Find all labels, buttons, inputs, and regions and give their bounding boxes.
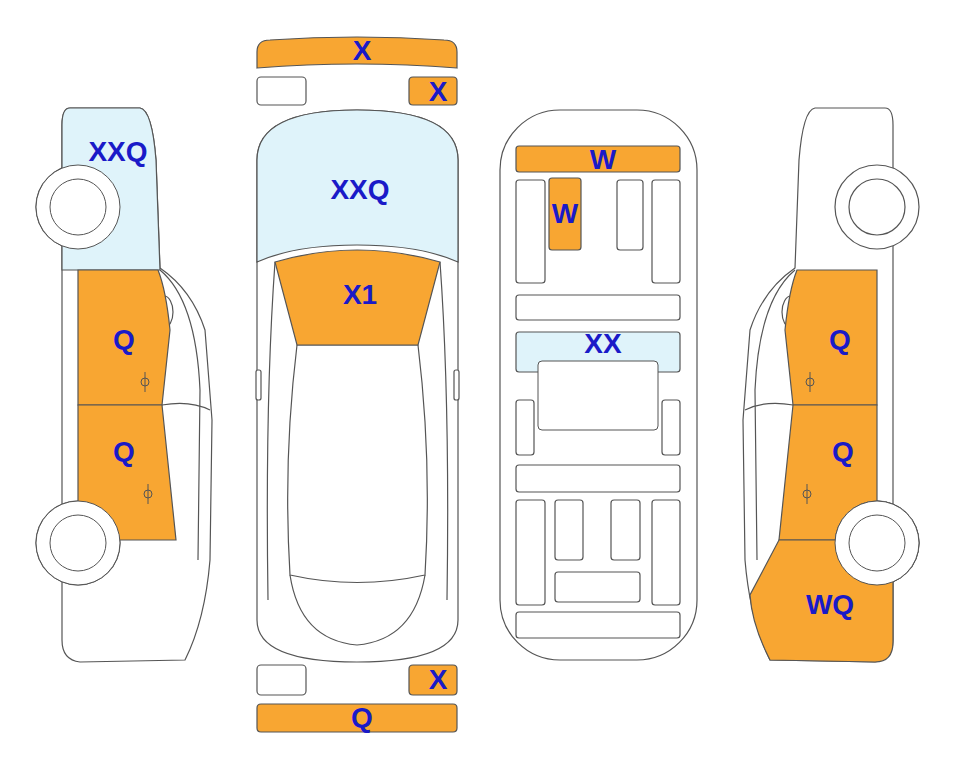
- left-side-view: [36, 108, 212, 662]
- damage-code: Q: [829, 326, 851, 354]
- wheel: [835, 501, 919, 585]
- damage-code: Q: [351, 704, 373, 732]
- car-outline: [745, 403, 793, 410]
- panel-overlay: [835, 501, 919, 585]
- wheel: [835, 501, 919, 585]
- car-outline: [500, 110, 697, 660]
- wheel-hub: [50, 515, 106, 571]
- panel-fill: [409, 77, 457, 105]
- panel-fill: [257, 704, 457, 732]
- door-handle: [141, 372, 149, 392]
- panel-fill: [785, 270, 877, 405]
- panel-overlay: [538, 361, 658, 430]
- wheel-hub: [849, 515, 905, 571]
- car-outline: [267, 262, 275, 600]
- damage-code: X1: [343, 281, 377, 309]
- car-outline: [516, 465, 680, 492]
- panel-shape: [76, 403, 178, 542]
- damage-panel: Q: [76, 403, 178, 542]
- right-side-view: [743, 108, 919, 662]
- car-outline: [849, 179, 905, 235]
- damage-code: X: [429, 78, 448, 106]
- damage-code: W: [590, 146, 616, 174]
- damage-panel: Q: [255, 702, 459, 734]
- wheel: [36, 501, 120, 585]
- damage-panel: WQ: [748, 538, 895, 664]
- damage-code: W: [552, 200, 578, 228]
- damage-panel: X: [407, 663, 459, 697]
- damage-panel: Q: [76, 268, 172, 407]
- panel-overlay: [806, 372, 814, 392]
- car-outline: [288, 345, 428, 583]
- panel-overlay: [36, 165, 120, 249]
- bottom-view: [500, 110, 697, 660]
- panel-fill: [409, 665, 457, 695]
- car-outline: [555, 572, 640, 602]
- damage-code: XXQ: [330, 176, 389, 204]
- car-outline: [257, 110, 458, 662]
- car-outline: [555, 500, 583, 560]
- damage-code: Q: [113, 326, 135, 354]
- panel-shape: [60, 106, 162, 272]
- car-outline: [516, 612, 680, 638]
- damage-panel: X: [407, 75, 459, 107]
- car-outline: [36, 165, 120, 249]
- panel-overlay: [36, 484, 152, 585]
- car-outline: [835, 501, 919, 585]
- damage-panel: X1: [273, 240, 442, 347]
- door-handle: [803, 484, 811, 504]
- damage-code: XX: [584, 330, 621, 358]
- car-outline: [516, 180, 545, 283]
- damage-panel: Q: [783, 268, 879, 407]
- damage-code: X: [429, 666, 448, 694]
- underbody-panel: [538, 361, 658, 430]
- damage-panel: XXQ: [60, 106, 162, 272]
- panel-fill: [78, 270, 170, 405]
- panel-fill: [275, 250, 440, 345]
- damage-panel: XX: [514, 330, 682, 374]
- damage-code: WQ: [806, 591, 854, 619]
- car-outline: [257, 77, 306, 105]
- damage-code: Q: [832, 438, 854, 466]
- top-view: [256, 77, 459, 695]
- car-outline: [290, 575, 425, 645]
- damage-code: X: [353, 37, 372, 65]
- car-outline: [256, 370, 261, 400]
- panel-fill: [257, 37, 457, 68]
- wheel: [36, 165, 120, 249]
- car-outline: [516, 500, 545, 605]
- car-outline: [36, 501, 120, 585]
- damage-panel: W: [547, 176, 583, 252]
- car-outline: [662, 400, 680, 455]
- car-outline: [652, 180, 680, 283]
- panel-overlay: [141, 372, 149, 392]
- car-outline: [516, 295, 680, 320]
- damage-code: XXQ: [88, 138, 147, 166]
- car-outline: [652, 500, 680, 605]
- car-outline: [611, 500, 640, 560]
- car-outline: [835, 165, 919, 249]
- door-handle: [144, 484, 152, 504]
- car-outline: [440, 262, 448, 600]
- panel-fill: [257, 110, 458, 262]
- car-outline: [257, 665, 306, 695]
- door-handle: [806, 372, 814, 392]
- car-outline: [162, 403, 210, 410]
- wheel-hub: [50, 179, 106, 235]
- car-outline: [617, 180, 643, 250]
- damage-panel: W: [514, 144, 682, 174]
- panel-fill: [549, 178, 581, 250]
- damage-panel: X: [255, 38, 459, 72]
- car-outline: [516, 400, 534, 455]
- damage-panel: XXQ: [255, 108, 460, 266]
- car-outline: [454, 370, 459, 400]
- damage-code: Q: [113, 438, 135, 466]
